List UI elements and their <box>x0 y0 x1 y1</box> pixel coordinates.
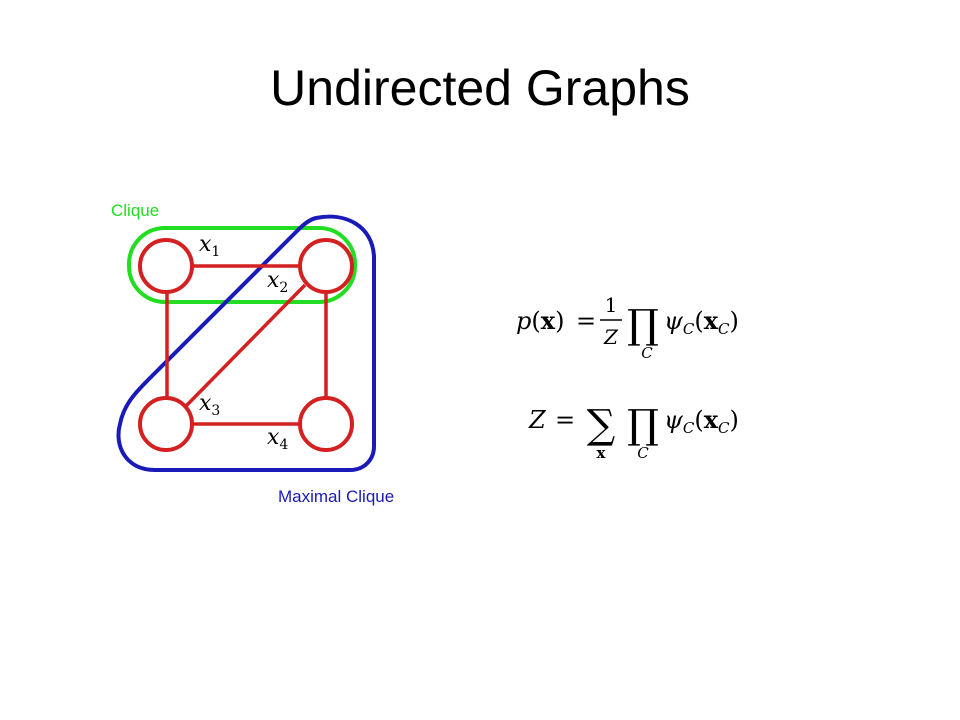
eq1-psi-sub: C <box>683 320 695 338</box>
node-x2 <box>298 238 354 294</box>
node-x4 <box>298 396 354 452</box>
edge-x2-x3 <box>184 283 307 408</box>
eq1-arg-var: x <box>704 306 719 335</box>
node-label-x4-var: x <box>267 425 280 450</box>
eq2-arg-sub: C <box>718 419 730 437</box>
eq1-product-sub: C <box>641 344 653 362</box>
equation-partition: Z = ∑ x ∏ C ψC(xC) <box>528 402 739 462</box>
edge-layer <box>165 264 328 426</box>
node-label-x1-var: x <box>199 232 212 257</box>
eq1-arg-open: ( <box>694 307 703 335</box>
node-label-x2: x2 <box>267 268 288 296</box>
eq2-psi: ψ <box>664 406 684 434</box>
node-label-x2-var: x <box>267 268 280 293</box>
maximal-clique-outline <box>116 214 376 472</box>
eq1-lhs-arg: x <box>541 306 556 335</box>
eq1-lhs-fn: p <box>516 307 531 335</box>
node-label-x1-sub: 1 <box>211 244 220 260</box>
eq2-arg-var: x <box>704 405 719 434</box>
eq1-frac-num: 1 <box>605 293 618 317</box>
eq1-psi: ψ <box>664 307 684 335</box>
eq1-product: ∏ <box>627 302 659 348</box>
node-label-x3-var: x <box>199 391 212 416</box>
svg-text:ψC(xC): ψC(xC) <box>664 405 739 437</box>
node-label-x1: x1 <box>199 232 220 260</box>
node-layer <box>138 238 354 452</box>
eq1-equals: = <box>576 307 596 335</box>
slide-title: Undirected Graphs <box>270 60 690 116</box>
eq2-product: ∏ <box>627 402 659 448</box>
eq2-arg-close: ) <box>729 406 738 434</box>
node-label-x3-sub: 3 <box>211 403 220 419</box>
node-x3 <box>138 396 194 452</box>
node-label-x2-sub: 2 <box>279 280 288 296</box>
eq1-arg-close: ) <box>729 307 738 335</box>
svg-text:p(x): p(x) <box>516 306 564 335</box>
node-label-x4-sub: 4 <box>279 437 288 453</box>
eq1-lhs-close: ) <box>555 307 564 335</box>
eq2-equals: = <box>555 406 575 434</box>
equation-joint: p(x) = 1 Z ∏ C ψC(xC) <box>516 293 739 362</box>
node-label-x3: x3 <box>199 391 220 419</box>
node-x1 <box>138 238 194 294</box>
clique-outline <box>127 226 357 304</box>
eq1-arg-sub: C <box>718 320 730 338</box>
eq2-arg-open: ( <box>694 406 703 434</box>
svg-text:ψC(xC): ψC(xC) <box>664 306 739 338</box>
maximal-clique-label: Maximal Clique <box>278 487 395 506</box>
eq2-product-sub: C <box>637 444 649 462</box>
eq2-sum: ∑ <box>587 402 616 448</box>
node-label-x4: x4 <box>267 425 288 453</box>
eq1-frac-den: Z <box>603 325 619 349</box>
clique-label: Clique <box>111 201 160 220</box>
eq2-sum-sub: x <box>597 444 607 462</box>
eq2-lhs: Z <box>528 406 547 434</box>
eq1-lhs-open: ( <box>531 307 540 335</box>
eq2-psi-sub: C <box>683 419 695 437</box>
